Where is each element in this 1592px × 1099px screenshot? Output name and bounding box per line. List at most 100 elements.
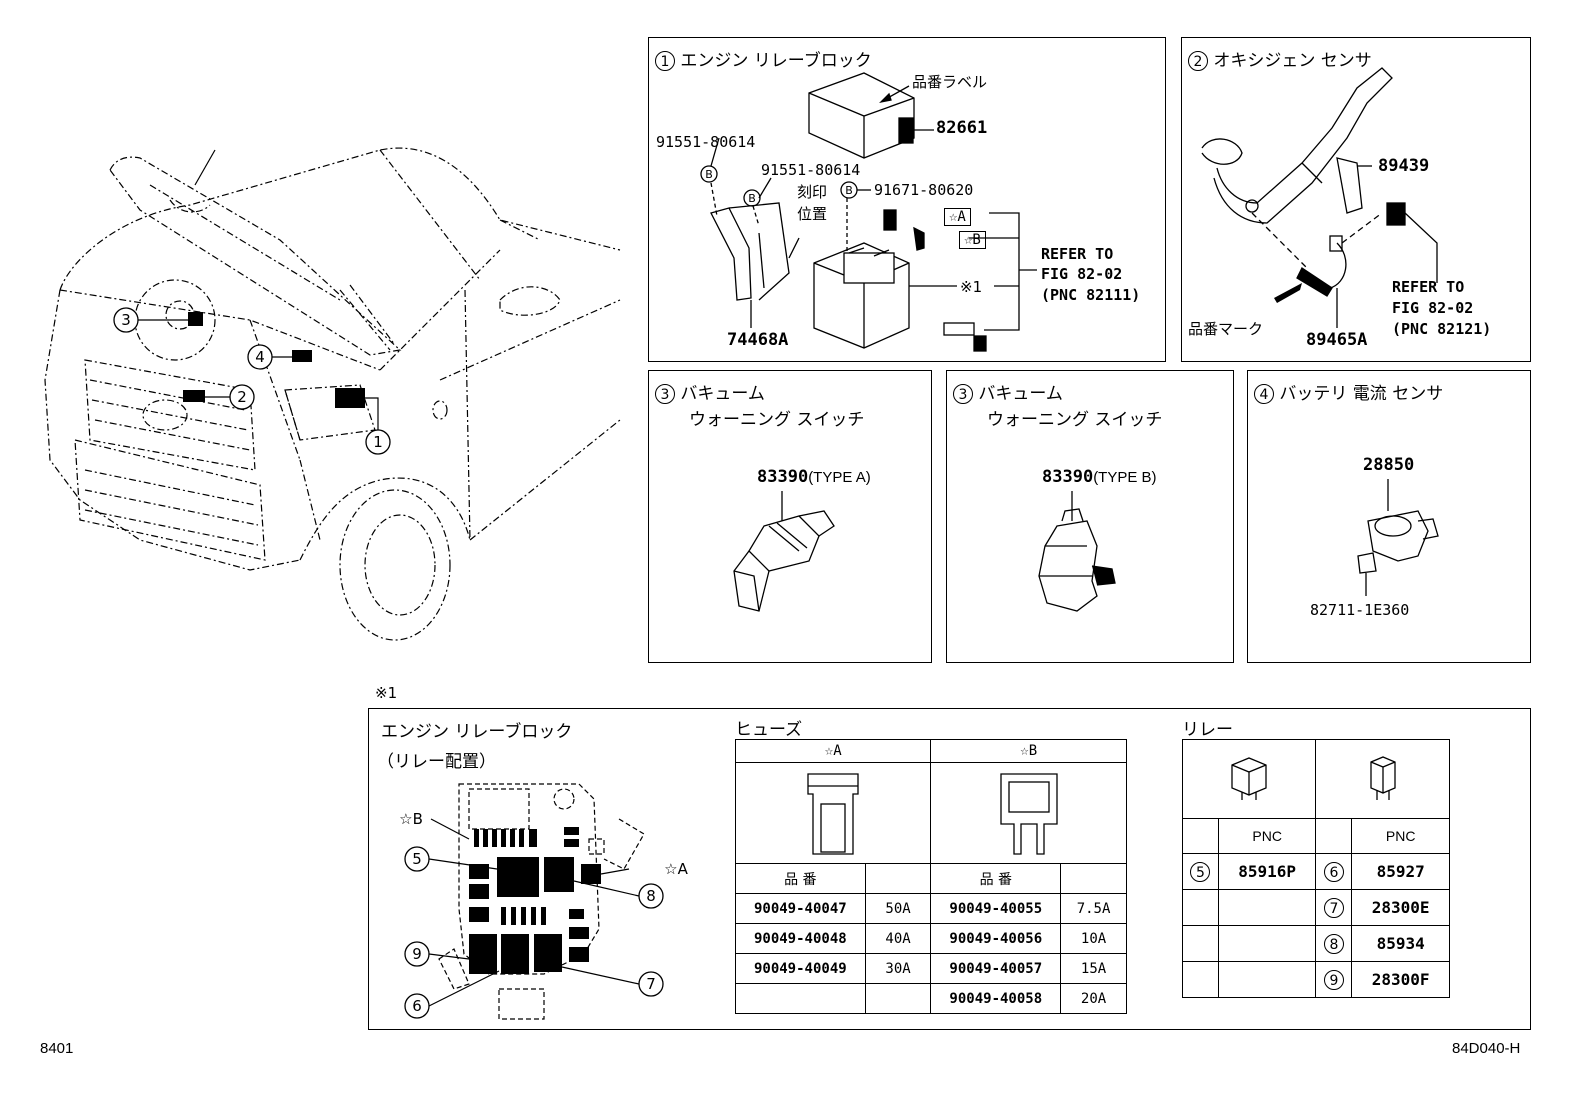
footer-left-code: 8401	[40, 1040, 74, 1057]
refer2-line-1: REFER TO	[1392, 278, 1465, 296]
panel-1-number: 1	[655, 51, 675, 71]
panel-2-number: 2	[1188, 51, 1208, 71]
layout-star-b: ☆B	[399, 810, 423, 828]
relay-small-icon	[1370, 755, 1396, 800]
refer2-line-3: (PNC 82121)	[1392, 320, 1492, 338]
layout-subtitle: （リレー配置）	[377, 752, 496, 772]
relay-block-illustration: B B B	[700, 72, 1037, 352]
relay-pnc-header-2: PNC	[1351, 818, 1450, 854]
location-mark-4	[292, 350, 312, 362]
part-91551-b: 91551-80614	[761, 161, 861, 179]
fuse-b-illustration	[1000, 772, 1058, 855]
fuse-part-header-a: 品 番	[735, 863, 866, 894]
panel-4-title: バッテリ 電流 センサ	[1279, 384, 1444, 404]
part-83390-a: 83390(TYPE A)	[757, 467, 871, 487]
part-82661: 82661	[936, 118, 988, 138]
layout-callout-6: 6	[412, 997, 422, 1015]
panel-vacuum-switch-a: 3 バキューム ウォーニング スイッチ 83390(TYPE A)	[648, 370, 932, 663]
panel-3b-title-2: ウォーニング スイッチ	[987, 410, 1163, 430]
relay-row: 8 85934	[1182, 925, 1450, 962]
fuse-a-amp: 50A	[864, 893, 932, 924]
part-mark-text: 品番マーク	[1188, 320, 1264, 338]
relay-num-5: 5	[1190, 861, 1211, 882]
panel-3b-title-1: バキューム	[978, 384, 1063, 404]
refer-line-2: FIG 82-02	[1041, 265, 1123, 283]
panel-engine-relay-block: 1 エンジン リレーブロック	[648, 37, 1166, 362]
panel-4-number: 4	[1254, 384, 1274, 404]
refer2-line-2: FIG 82-02	[1392, 299, 1474, 317]
part-89439: 89439	[1378, 156, 1430, 176]
fuse-b-amp: 7.5A	[1060, 893, 1127, 924]
panel-1-title: エンジン リレーブロック	[680, 51, 872, 71]
note-1-label: ※1	[375, 684, 398, 702]
relay-num-6: 6	[1323, 861, 1344, 882]
part-74468a: 74468A	[727, 330, 789, 350]
relay-num-7: 7	[1323, 897, 1344, 918]
panel-relay-layout: エンジン リレーブロック （リレー配置）	[368, 708, 1531, 1030]
fuse-a-illustration	[807, 772, 859, 855]
layout-callout-5: 5	[412, 850, 422, 868]
note-1-mark: ※1	[960, 278, 983, 296]
relay-layout-illustration: 5 8 9 6 7 ☆B ☆A	[399, 783, 689, 1020]
layout-star-a: ☆A	[664, 860, 688, 878]
layout-callout-8: 8	[646, 887, 656, 905]
fuse-a-part: 90049-40048	[735, 923, 866, 954]
panel-2-title: オキシジェン センサ	[1213, 51, 1372, 71]
star-b-box: ☆B	[959, 231, 986, 249]
relay-pnc: 85927	[1351, 853, 1450, 890]
panel-vacuum-switch-b: 3 バキューム ウォーニング スイッチ 83390(TYPE B)	[946, 370, 1234, 663]
relay-pnc-header-1: PNC	[1217, 818, 1317, 854]
refer-line-1: REFER TO	[1041, 245, 1114, 263]
panel-3a-number: 3	[655, 384, 675, 404]
vacuum-switch-a-illustration	[733, 491, 835, 612]
fuse-a-part	[735, 983, 866, 1014]
vehicle-overview-drawing: 3 2 4 1	[44, 147, 621, 641]
location-mark-1	[335, 388, 365, 408]
b-mark-3: B	[845, 184, 853, 197]
part-82711: 82711-1E360	[1310, 601, 1410, 619]
relay-heading: リレー	[1182, 720, 1233, 740]
layout-title: エンジン リレーブロック	[381, 722, 573, 742]
fuse-a-amp: 40A	[864, 923, 932, 954]
position-text: 位置	[797, 205, 828, 223]
relay-row: 5 85916P 6 85927	[1182, 853, 1450, 890]
layout-callout-9: 9	[412, 945, 422, 963]
fuse-col-a: ☆A	[734, 739, 932, 763]
relay-pnc: 28300E	[1351, 889, 1450, 926]
callout-3: 3	[121, 311, 131, 329]
relay-row: 7 28300E	[1182, 889, 1450, 926]
fuse-b-part: 90049-40057	[930, 953, 1062, 984]
part-91551-a: 91551-80614	[656, 133, 756, 151]
fuse-b-amp: 10A	[1060, 923, 1127, 954]
relay-pnc: 28300F	[1351, 961, 1450, 998]
fuse-b-part: 90049-40055	[930, 893, 1062, 924]
vacuum-switch-b-illustration	[1038, 491, 1116, 612]
location-mark-3	[188, 312, 203, 326]
panel-oxygen-sensor: 2 オキシジェン センサ 89439 REFER TO FIG 82-02 (P…	[1181, 37, 1531, 362]
relay-pnc: 85916P	[1217, 853, 1317, 890]
callout-1: 1	[373, 433, 383, 451]
callout-4: 4	[255, 348, 265, 366]
fuse-heading: ヒューズ	[735, 720, 803, 740]
label-tag-text: 品番ラベル	[912, 73, 988, 91]
fuse-b-part: 90049-40056	[930, 923, 1062, 954]
b-mark-2: B	[748, 192, 756, 205]
star-a-box: ☆A	[944, 208, 971, 226]
battery-sensor-illustration	[1357, 479, 1439, 596]
panel-3a-title-1: バキューム	[680, 384, 765, 404]
location-mark-2	[183, 390, 205, 402]
fuse-part-header-b: 品 番	[930, 863, 1062, 894]
relay-large-icon	[1231, 756, 1267, 800]
relay-num-8: 8	[1323, 933, 1344, 954]
part-89465a: 89465A	[1306, 330, 1368, 350]
fuse-a-amp	[864, 983, 932, 1014]
callout-2: 2	[237, 388, 247, 406]
relay-pnc: 85934	[1351, 925, 1450, 962]
layout-callout-7: 7	[646, 975, 656, 993]
fuse-a-part: 90049-40047	[735, 893, 866, 924]
